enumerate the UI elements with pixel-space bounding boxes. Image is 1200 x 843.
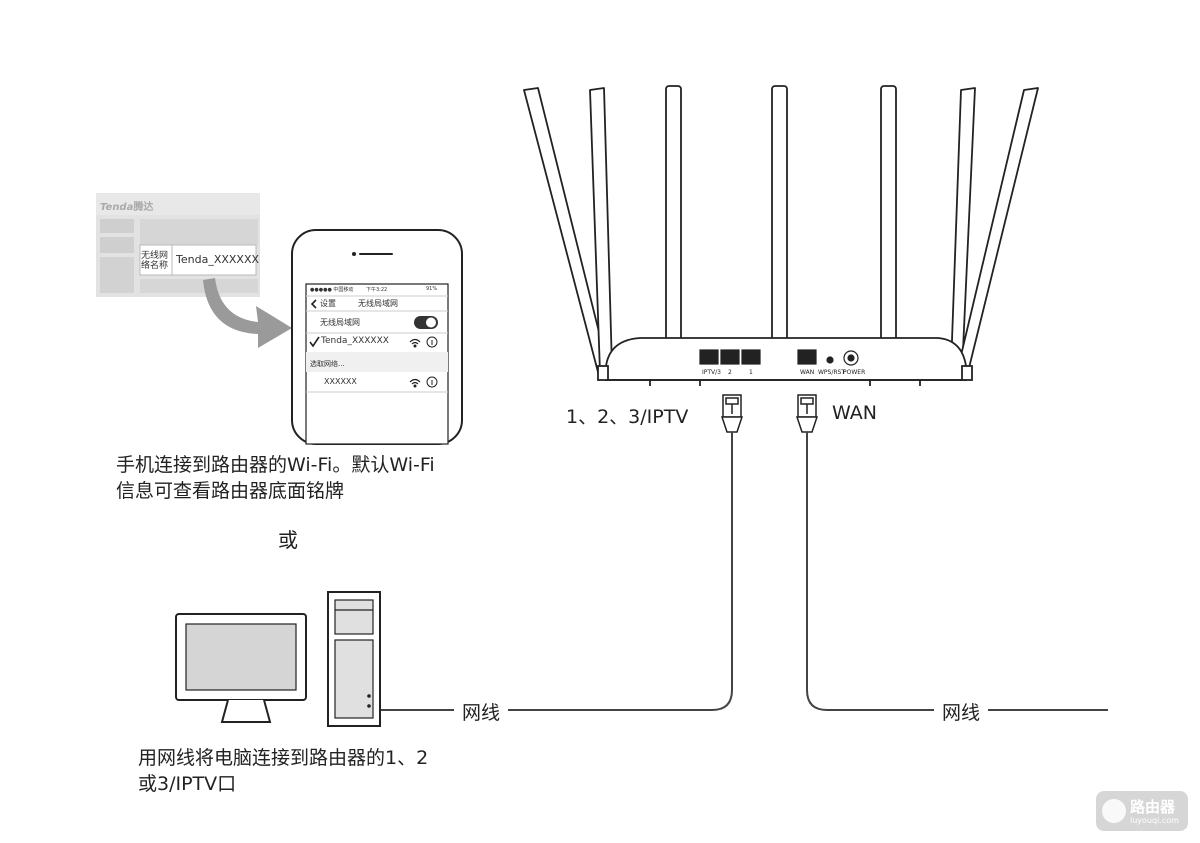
watermark-icon (1102, 799, 1126, 823)
phone-battery: 91% (426, 286, 438, 292)
ssid-label: 无线网络名称 (141, 251, 169, 271)
router-ports (699, 349, 859, 366)
router-label-card (96, 193, 260, 297)
ssid-value: Tenda_XXXXXX (176, 253, 260, 266)
pc-caption-line2: 或3/IPTV口 (138, 773, 237, 795)
arrow-icon (203, 278, 292, 348)
antenna (665, 85, 682, 377)
label-card-brand: Tenda腾达 (100, 198, 153, 213)
wifi-icon (409, 338, 421, 348)
router-body (597, 337, 973, 386)
rj45-plug-lan (720, 394, 744, 433)
lan-port-iptv3 (699, 349, 719, 365)
wifi-toggle-label: 无线局域网 (320, 318, 360, 327)
computer-tower (327, 591, 381, 727)
lan-port-2 (720, 349, 740, 365)
phone-back-button[interactable]: 设置 (320, 299, 336, 308)
port-label-wps: WPS/RST (818, 369, 845, 376)
wan-port-callout: WAN (832, 402, 877, 424)
antenna (771, 85, 788, 377)
or-label: 或 (278, 528, 298, 552)
info-icon (426, 336, 438, 348)
wan-port (797, 349, 817, 365)
pc-caption-line1: 用网线将电脑连接到路由器的1、2 (138, 747, 429, 769)
port-label-iptv3: IPTV/3 (702, 369, 721, 376)
lan-cable-label: 网线 (454, 698, 509, 725)
brand-name-cn: 腾达 (133, 202, 154, 213)
antenna (880, 85, 897, 377)
choose-network-label: 选取网络... (310, 360, 345, 368)
watermark-url: luyouqi.com (1130, 816, 1179, 825)
wan-cable-label: 网线 (934, 698, 989, 725)
lan-port-1 (741, 349, 761, 365)
lan-port-callout: 1、2、3/IPTV (566, 406, 689, 428)
phone-time: 下午3:22 (366, 287, 388, 293)
other-network[interactable]: XXXXXX (324, 377, 357, 386)
wifi-caption-line2: 信息可查看路由器底面铭牌 (116, 480, 345, 502)
computer-monitor (175, 613, 307, 723)
port-label-power: POWER (843, 369, 865, 376)
wifi-icon (409, 378, 421, 388)
watermark: 路由器 luyouqi.com (1096, 791, 1188, 831)
wifi-caption-line1: 手机连接到路由器的Wi-Fi。默认Wi-Fi (116, 454, 435, 476)
wps-button (826, 356, 834, 364)
watermark-text: 路由器 (1130, 798, 1176, 816)
lan-cable (380, 432, 733, 711)
back-chevron-icon (310, 299, 317, 309)
port-label-1: 1 (749, 369, 753, 376)
brand-name: Tenda (100, 202, 134, 213)
check-icon (309, 336, 320, 348)
info-icon (426, 376, 438, 388)
phone-carrier: ●●●●● 中国移动 (310, 287, 354, 293)
rj45-plug-wan (795, 394, 819, 433)
connected-network[interactable]: Tenda_XXXXXX (321, 336, 389, 346)
smartphone (291, 229, 463, 445)
port-label-2: 2 (728, 369, 732, 376)
port-label-wan: WAN (800, 369, 814, 376)
wan-cable (806, 432, 1108, 711)
phone-screen-title: 无线局域网 (358, 299, 398, 308)
